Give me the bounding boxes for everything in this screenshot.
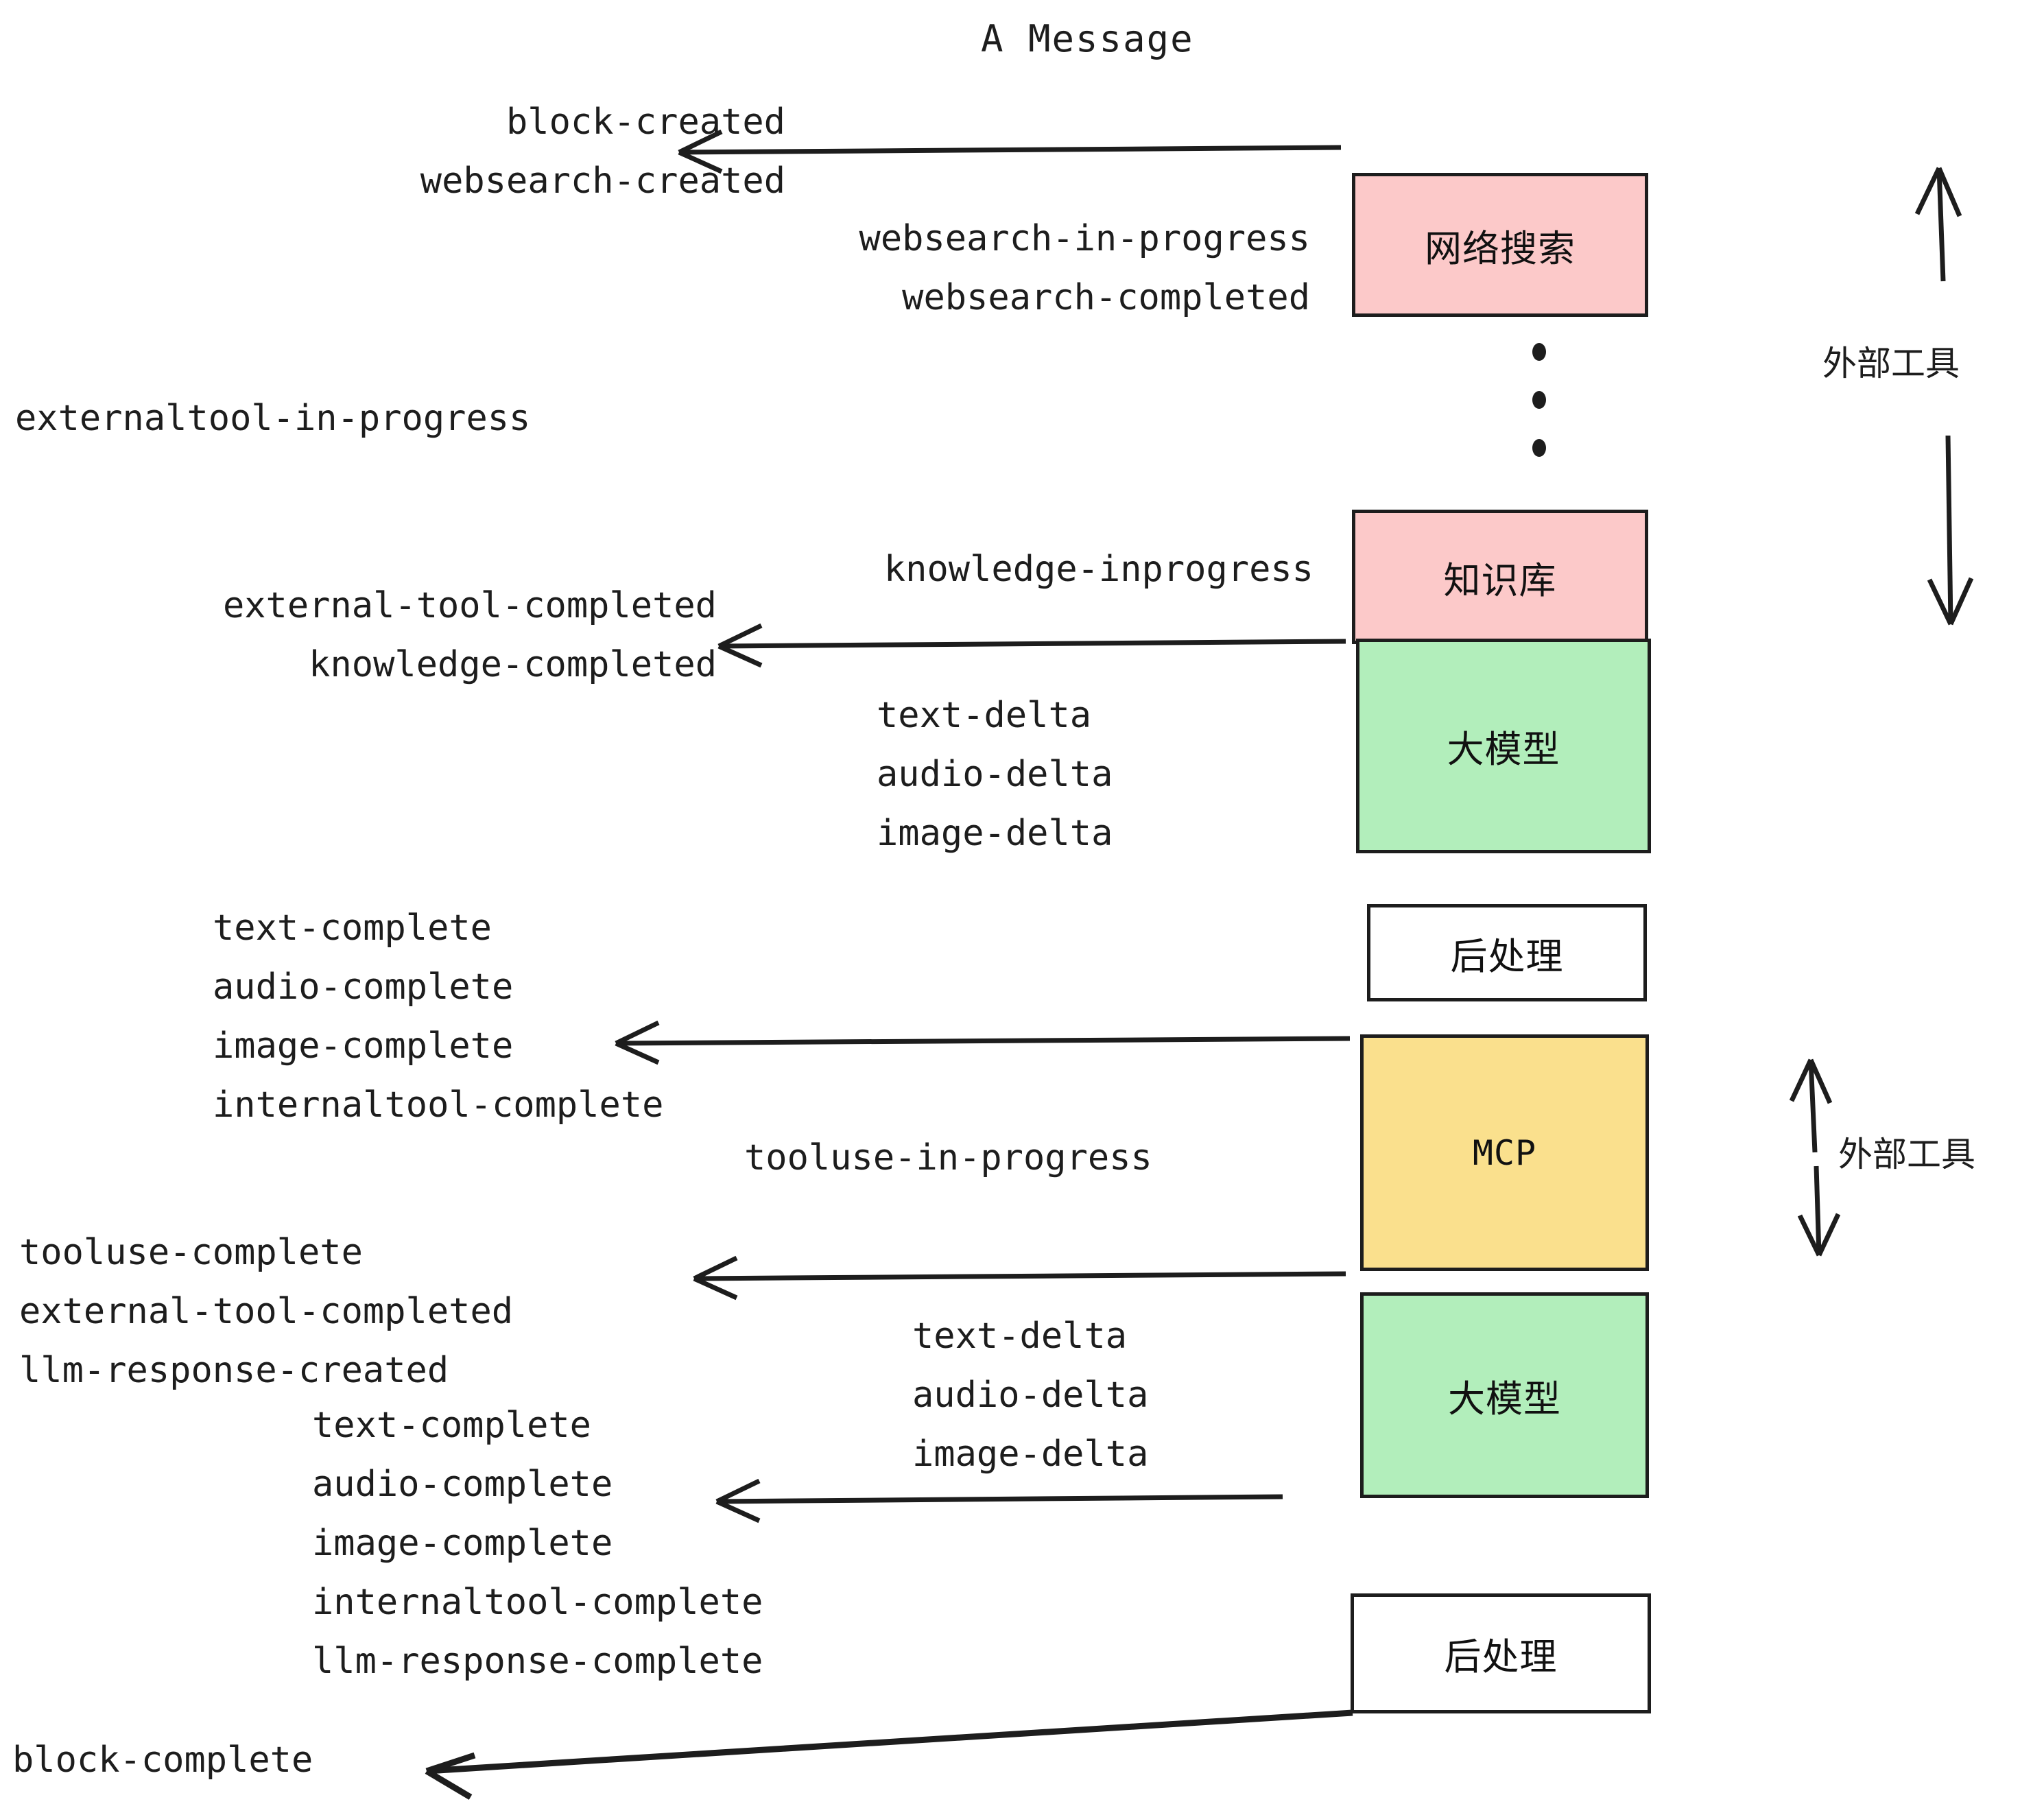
event-label-websearch-completed: websearch-completed (902, 277, 1310, 318)
node-label-knowledge: 知识库 (1443, 558, 1557, 602)
node-mcp[interactable]: MCP (1360, 1034, 1649, 1271)
bracket-external-tool-bottom (1789, 1058, 1841, 1257)
event-label-websearch-in-progress: websearch-in-progress (859, 218, 1310, 259)
event-label-text-delta-2: text-delta (912, 1316, 1128, 1357)
event-group-externaltool-in-progress: externaltool-in-progress (15, 389, 530, 448)
event-label-image-delta: image-delta (877, 813, 1113, 854)
event-group-complete-1: text-complete audio-complete image-compl… (213, 899, 663, 1135)
node-websearch[interactable]: 网络搜索 (1352, 173, 1648, 317)
event-label-externaltool-in-progress: externaltool-in-progress (15, 398, 531, 439)
event-label-image-complete-2: image-complete (312, 1523, 613, 1564)
side-label-external-tool-top: 外部工具 (1822, 344, 1960, 383)
arrow-image-complete (615, 1020, 1351, 1065)
event-group-websearch-progress: websearch-in-progress websearch-complete… (617, 209, 1310, 327)
event-label-text-complete-2: text-complete (312, 1405, 591, 1446)
event-label-external-tool-completed: external-tool-completed (222, 585, 717, 626)
node-label-llm-1: 大模型 (1447, 728, 1560, 771)
event-label-tooluse-complete: tooluse-complete (19, 1232, 363, 1273)
event-label-image-delta-2: image-delta (912, 1434, 1149, 1475)
event-group-block-complete: block-complete (12, 1731, 313, 1790)
event-label-knowledge-inprogress: knowledge-inprogress (883, 549, 1314, 590)
event-label-block-complete: block-complete (12, 1740, 313, 1781)
event-group-tooluse-in-progress: tooluse-in-progress (744, 1128, 1152, 1187)
event-label-tooluse-in-progress: tooluse-in-progress (744, 1137, 1152, 1178)
node-label-mcp: MCP (1472, 1132, 1537, 1173)
node-knowledge[interactable]: 知识库 (1352, 510, 1648, 644)
node-label-postprocess-2: 后处理 (1444, 1635, 1558, 1678)
event-label-audio-delta: audio-delta (877, 754, 1113, 795)
arrow-audio-complete (715, 1478, 1283, 1523)
arrow-tooluse-complete (693, 1255, 1346, 1301)
event-label-external-tool-completed-2: external-tool-completed (19, 1291, 514, 1332)
event-label-llm-response-created: llm-response-created (19, 1350, 449, 1391)
vertical-ellipsis (1531, 343, 1547, 457)
arrow-knowledge-completed (717, 623, 1346, 668)
ellipsis-dot-1 (1532, 343, 1546, 361)
event-label-internaltool-complete-2: internaltool-complete (312, 1582, 763, 1623)
node-postprocess-1[interactable]: 后处理 (1367, 904, 1647, 1001)
page-title: A Message (981, 17, 1194, 60)
event-group-llm-deltas-2: text-delta audio-delta image-delta (912, 1307, 1148, 1484)
event-label-audio-complete-2: audio-complete (312, 1464, 613, 1505)
event-label-internaltool-complete-1: internaltool-complete (213, 1084, 664, 1126)
node-llm-1[interactable]: 大模型 (1356, 639, 1651, 853)
event-group-external-tool-completed: external-tool-completed knowledge-comple… (41, 576, 717, 694)
event-label-llm-response-complete: llm-response-complete (312, 1641, 763, 1682)
arrow-block-complete (425, 1709, 1353, 1800)
event-label-image-complete-1: image-complete (213, 1025, 514, 1067)
event-group-tooluse-complete: tooluse-complete external-tool-completed… (19, 1223, 513, 1400)
side-label-external-tool-bottom: 外部工具 (1838, 1135, 1975, 1174)
event-group-llm-deltas-1: text-delta audio-delta image-delta (877, 686, 1113, 863)
node-llm-2[interactable]: 大模型 (1360, 1292, 1649, 1498)
event-label-websearch-created: websearch-created (420, 161, 785, 202)
event-label-text-delta: text-delta (877, 695, 1092, 736)
ellipsis-dot-2 (1532, 391, 1546, 409)
event-label-block-created: block-created (506, 102, 785, 143)
ellipsis-dot-3 (1532, 439, 1546, 457)
event-label-text-complete-1: text-complete (213, 907, 492, 949)
event-group-block-created: block-created websearch-created (99, 93, 785, 211)
event-group-complete-2: text-complete audio-complete image-compl… (312, 1396, 763, 1691)
node-label-llm-2: 大模型 (1448, 1377, 1561, 1421)
bracket-external-tool-top (1914, 167, 1974, 626)
node-label-websearch: 网络搜索 (1425, 226, 1576, 270)
event-label-audio-complete-1: audio-complete (213, 966, 514, 1008)
node-label-postprocess-1: 后处理 (1450, 934, 1564, 978)
event-label-knowledge-completed: knowledge-completed (309, 644, 717, 685)
event-group-knowledge-inprogress: knowledge-inprogress (617, 540, 1314, 599)
node-postprocess-2[interactable]: 后处理 (1351, 1593, 1651, 1713)
event-label-audio-delta-2: audio-delta (912, 1375, 1149, 1416)
